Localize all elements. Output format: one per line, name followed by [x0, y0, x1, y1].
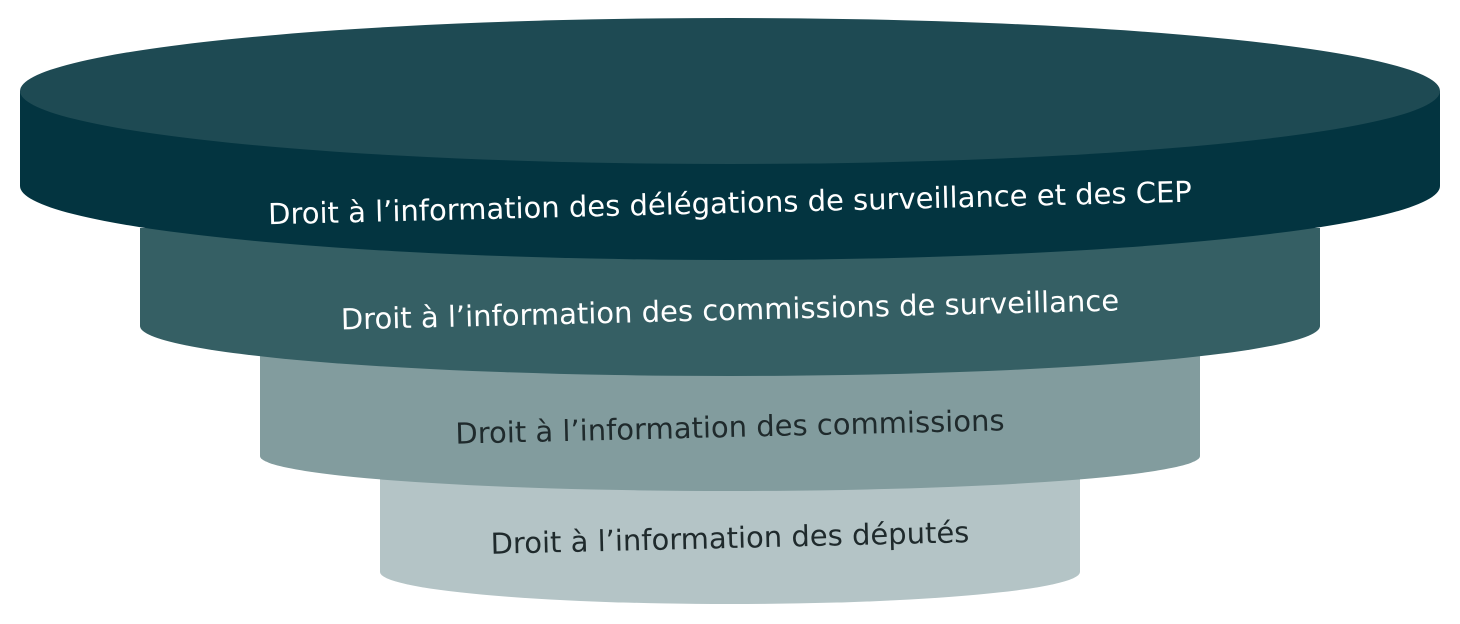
- tier-4-body: [380, 470, 1080, 604]
- tier-4: Droit à l’information des députés: [380, 470, 1080, 604]
- tier-1-top: [20, 18, 1440, 164]
- tier-2-body: [140, 228, 1320, 376]
- tier-3: Droit à l’information des commissions: [260, 348, 1200, 491]
- tier-1: Droit à l’information des délégations de…: [20, 18, 1440, 260]
- tier-3-body: [260, 348, 1200, 491]
- tier-2: Droit à l’information des commissions de…: [140, 228, 1320, 376]
